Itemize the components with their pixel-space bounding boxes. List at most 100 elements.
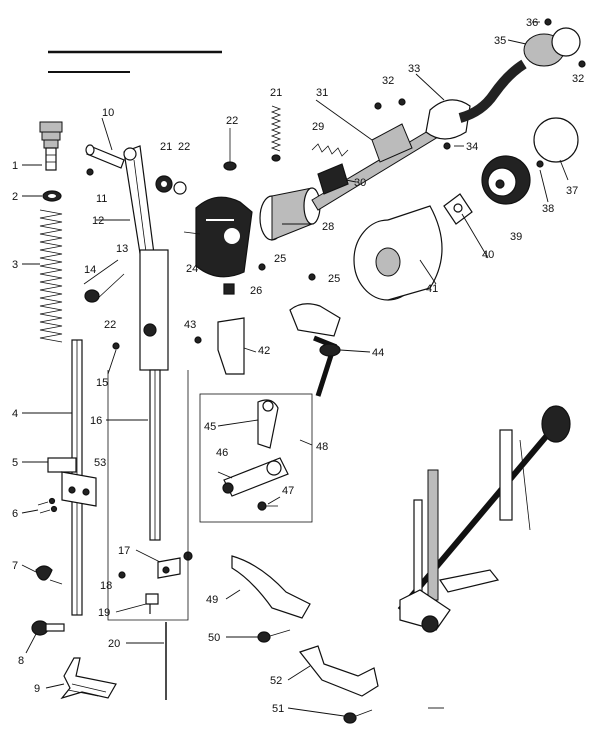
part-label-42: 42 xyxy=(258,345,270,357)
part-label-21b: 21 xyxy=(270,87,282,99)
leader-lines xyxy=(21,21,569,717)
cam-33 xyxy=(425,99,471,140)
crank-24 xyxy=(195,196,253,278)
bracket-53-outline xyxy=(107,370,189,621)
screw-34 xyxy=(443,142,451,150)
part-label-21a: 21 xyxy=(160,141,172,153)
cover-37 xyxy=(533,117,579,163)
part-label-9: 9 xyxy=(34,683,40,695)
needle-clamp-17 xyxy=(157,551,193,579)
washer-21a xyxy=(155,175,173,193)
rock-shaft-44 xyxy=(289,303,341,397)
screws-6 xyxy=(37,497,58,514)
part-labels: 1 2 3 4 5 6 7 8 9 10 11 12 13 14 15 16 1… xyxy=(12,17,584,715)
bushing-31 xyxy=(371,123,413,163)
part-label-46: 46 xyxy=(216,447,228,459)
part-label-35: 35 xyxy=(494,35,506,47)
arm-49 xyxy=(231,555,311,619)
part-label-25b: 25 xyxy=(328,273,340,285)
screw-43 xyxy=(194,336,202,344)
part-label-12: 12 xyxy=(92,215,104,227)
screw-47 xyxy=(257,501,278,511)
part-label-43: 43 xyxy=(184,319,196,331)
part-label-3: 3 xyxy=(12,259,18,271)
part-label-47: 47 xyxy=(282,485,294,497)
bushing-28 xyxy=(259,187,321,241)
needle-bar-16 xyxy=(139,249,169,541)
collar-30 xyxy=(317,163,349,195)
part-label-49: 49 xyxy=(206,594,218,606)
part-label-39: 39 xyxy=(510,231,522,243)
part-label-52: 52 xyxy=(270,675,282,687)
cover-41 xyxy=(353,205,443,301)
presser-foot-9 xyxy=(60,657,117,700)
bell-crank-46 xyxy=(222,457,289,497)
thumb-screw-8 xyxy=(31,620,65,636)
part-label-37: 37 xyxy=(566,185,578,197)
part-label-31: 31 xyxy=(316,87,328,99)
part-label-10: 10 xyxy=(102,107,114,119)
part-label-7: 7 xyxy=(12,560,18,572)
part-label-13: 13 xyxy=(116,243,128,255)
spring-3 xyxy=(39,209,63,343)
wire-13 xyxy=(83,259,125,301)
part-label-24: 24 xyxy=(186,263,198,275)
part-label-11: 11 xyxy=(96,193,107,205)
thumb-nut-7 xyxy=(35,565,63,585)
part-label-6: 6 xyxy=(12,508,18,520)
screw-38 xyxy=(536,160,544,168)
plate-42 xyxy=(217,317,245,375)
gear-39 xyxy=(481,155,531,205)
part-label-45: 45 xyxy=(204,421,216,433)
part-label-26: 26 xyxy=(250,285,262,297)
part-label-51: 51 xyxy=(272,703,284,715)
part-label-40: 40 xyxy=(482,249,494,261)
pin-36 xyxy=(544,18,552,26)
part-label-22c: 22 xyxy=(104,319,116,331)
part-label-22b: 22 xyxy=(178,141,190,153)
part-label-16: 16 xyxy=(90,415,102,427)
pin-10 xyxy=(85,144,125,169)
part-label-19: 19 xyxy=(98,607,110,619)
part-label-1: 1 xyxy=(12,160,18,172)
part-label-20: 20 xyxy=(108,638,120,650)
part-label-8: 8 xyxy=(18,655,24,667)
part-label-32b: 32 xyxy=(572,73,584,85)
part-label-5: 5 xyxy=(12,457,18,469)
part-label-48: 48 xyxy=(316,441,328,453)
assembled-view xyxy=(397,405,571,633)
part-label-14: 14 xyxy=(84,264,96,276)
part-label-38: 38 xyxy=(542,203,554,215)
part-label-17: 17 xyxy=(118,545,130,557)
part-label-53: 53 xyxy=(94,457,106,469)
thread-guide-19 xyxy=(145,593,159,614)
part-label-41: 41 xyxy=(426,283,438,295)
screw-26 xyxy=(223,283,235,295)
link-45 xyxy=(257,399,279,449)
title-rules xyxy=(48,50,222,73)
screws-25 xyxy=(258,263,316,281)
part-label-28: 28 xyxy=(322,221,334,233)
part-label-2: 2 xyxy=(12,191,18,203)
screw-50 xyxy=(257,629,291,643)
part-label-44: 44 xyxy=(372,347,384,359)
washer-2 xyxy=(42,190,62,202)
part-label-36: 36 xyxy=(526,17,538,29)
part-label-15: 15 xyxy=(96,377,108,389)
part-label-25a: 25 xyxy=(274,253,286,265)
thumb-screw-1 xyxy=(39,121,63,171)
part-label-34: 34 xyxy=(466,141,478,153)
guide-bracket-5 xyxy=(47,457,97,507)
screw-18 xyxy=(118,571,126,579)
washer-22a xyxy=(173,181,187,195)
part-label-29: 29 xyxy=(312,121,324,133)
part-label-18: 18 xyxy=(100,580,112,592)
collar-14 xyxy=(84,289,100,303)
screw-15 xyxy=(112,342,120,350)
screw-22b xyxy=(223,128,237,171)
spring-screw-21b xyxy=(270,105,282,162)
part-label-32a: 32 xyxy=(382,75,394,87)
plate-40 xyxy=(443,193,473,225)
screw-51 xyxy=(343,709,373,724)
